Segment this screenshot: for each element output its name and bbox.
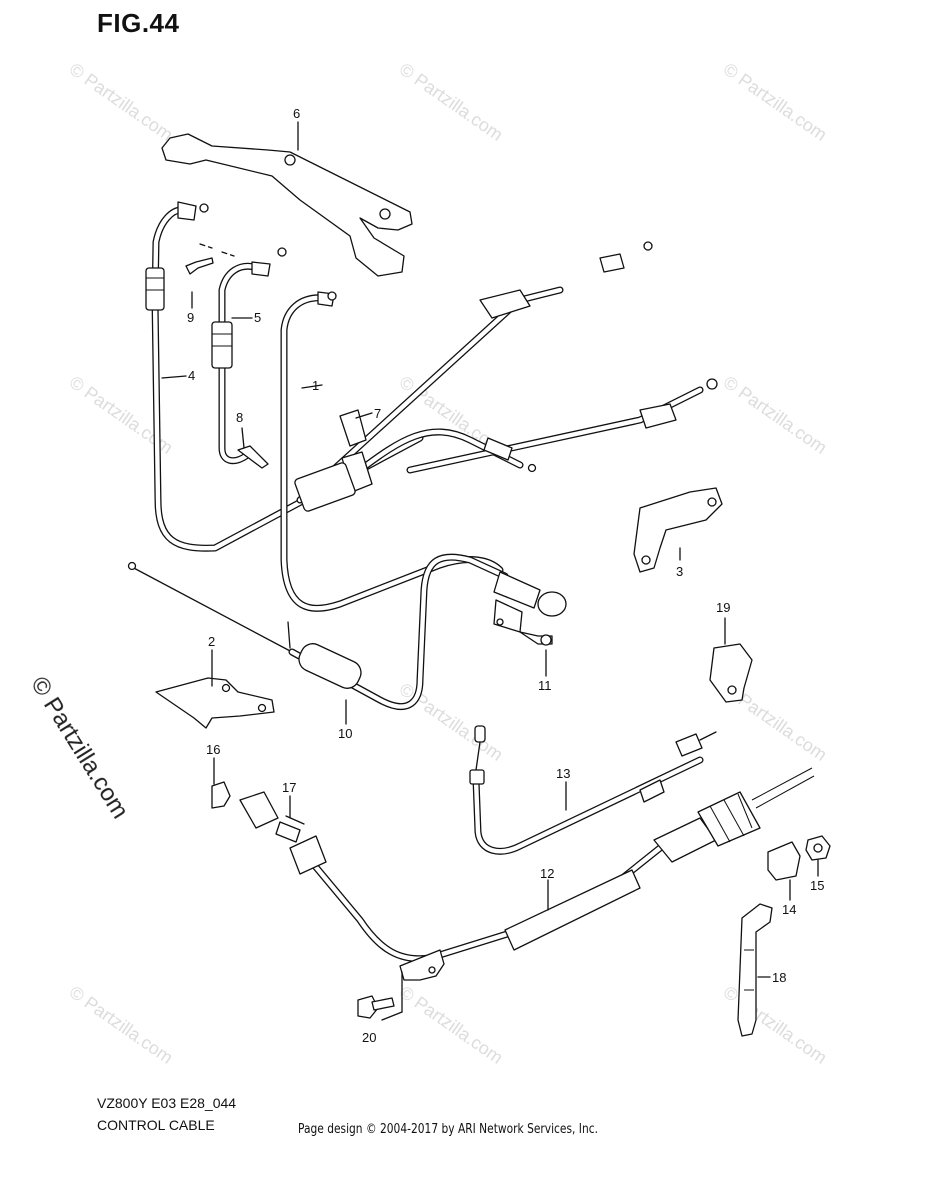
callout-4[interactable]: 4: [188, 368, 195, 383]
callout-5[interactable]: 5: [254, 310, 261, 325]
watermark-tile: © Partzilla.com: [720, 59, 831, 145]
part-3-bracket[interactable]: [633, 487, 723, 573]
part-14-boot[interactable]: [767, 841, 801, 881]
callout-10[interactable]: 10: [338, 726, 352, 741]
callout-7[interactable]: 7: [374, 406, 381, 421]
callout-17[interactable]: 17: [282, 780, 296, 795]
part-4-cable[interactable]: [145, 201, 424, 552]
callout-19[interactable]: 19: [716, 600, 730, 615]
right-cable-assembly[interactable]: [406, 378, 718, 474]
part-5-cable[interactable]: [211, 247, 287, 465]
part-2-bracket[interactable]: [155, 677, 275, 729]
watermark-tile: © Partzilla.com: [396, 679, 507, 765]
figure-title: FIG.44: [97, 8, 180, 38]
callout-15[interactable]: 15: [810, 878, 824, 893]
part-9-screw[interactable]: [185, 257, 214, 275]
callout-14[interactable]: 14: [782, 902, 796, 917]
callout-11[interactable]: 11: [538, 678, 552, 693]
part-16-bolt[interactable]: [211, 781, 231, 809]
part-11-screw[interactable]: [519, 631, 553, 646]
watermark-tile: © Partzilla.com: [720, 372, 831, 458]
part-10-cable[interactable]: [127, 553, 567, 710]
part-20-bolt[interactable]: [357, 995, 395, 1019]
part-7-clamp[interactable]: [294, 241, 653, 512]
part-12-cable[interactable]: [289, 767, 815, 981]
part-13-cable[interactable]: [469, 725, 717, 855]
callout-9[interactable]: 9: [187, 310, 194, 325]
callout-2[interactable]: 2: [208, 634, 215, 649]
watermark-tile: © Partzilla.com: [396, 59, 507, 145]
part-18-strap[interactable]: [737, 903, 773, 1037]
watermark-tile: © Partzilla.com: [720, 982, 831, 1068]
part-15-nut[interactable]: [805, 835, 831, 861]
watermark-tile: © Partzilla.com: [66, 59, 177, 145]
figure-name: CONTROL CABLE: [97, 1117, 215, 1133]
copyright-notice: Page design © 2004-2017 by ARI Network S…: [298, 1122, 598, 1137]
callout-6[interactable]: 6: [293, 106, 300, 121]
callout-18[interactable]: 18: [772, 970, 786, 985]
watermark-tile: © Partzilla.com: [66, 982, 177, 1068]
callout-13[interactable]: 13: [556, 766, 570, 781]
watermark-tile: © Partzilla.com: [396, 982, 507, 1068]
callout-16[interactable]: 16: [206, 742, 220, 757]
callout-8[interactable]: 8: [236, 410, 243, 425]
callout-1[interactable]: 1: [312, 378, 319, 393]
part-8-screw[interactable]: [237, 445, 269, 469]
callout-20[interactable]: 20: [362, 1030, 376, 1045]
callout-3[interactable]: 3: [676, 564, 683, 579]
model-code: VZ800Y E03 E28_044: [97, 1095, 237, 1111]
callout-12[interactable]: 12: [540, 866, 554, 881]
part-17-clevis[interactable]: [239, 791, 305, 843]
callouts: 6 1 2 3 4 5 7 8 9 10 11 12 13 14 15 16 1…: [187, 106, 824, 1045]
part-6-bracket[interactable]: [161, 133, 413, 277]
part-19-bracket[interactable]: [709, 643, 753, 703]
leader-lines: [161, 121, 819, 1021]
